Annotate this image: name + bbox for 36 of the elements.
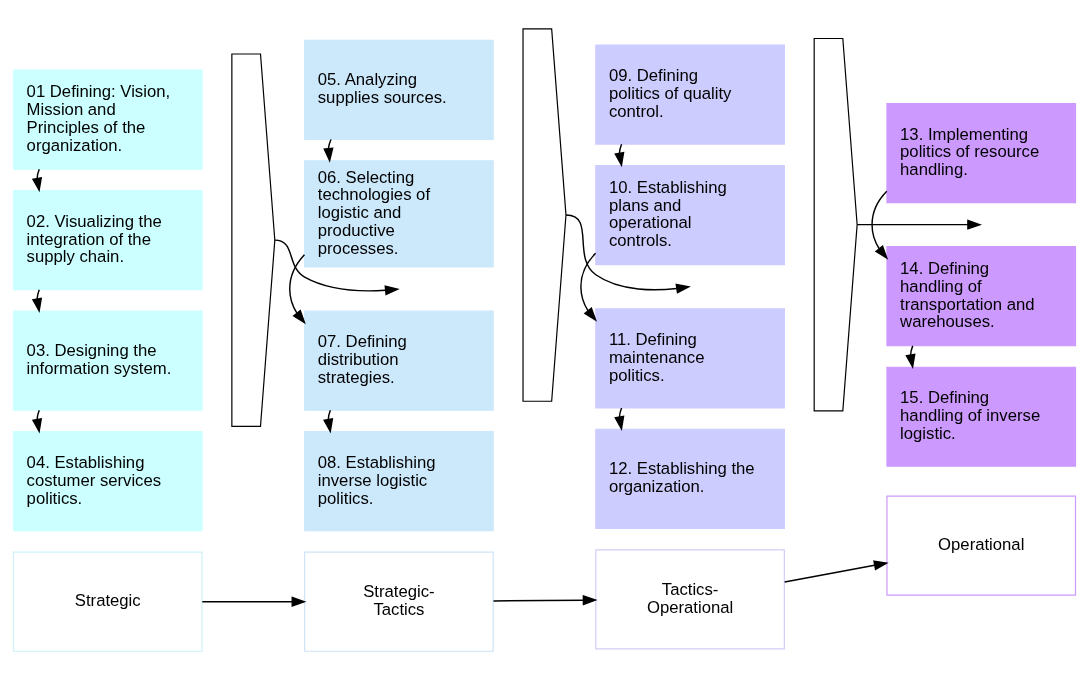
- node-box: 11. Defining maintenance politics.: [595, 308, 785, 409]
- arrow: [201, 596, 307, 607]
- node-box: Strategic- Tactics: [304, 551, 494, 652]
- node-box: 04. Establishing costumer services politics.: [12, 431, 203, 532]
- node-box: 06. Selecting technologies of logistic and productive processes.: [304, 160, 494, 268]
- arrow: [323, 138, 334, 163]
- arrow: [565, 214, 691, 294]
- arrow: [580, 252, 597, 322]
- node-box: 05. Analyzing supplies sources.: [304, 39, 494, 140]
- node-box: 07. Defining distribution strategies.: [304, 310, 494, 411]
- arrow: [614, 143, 625, 168]
- node-box: 14. Defining handling of transportation and warehouses.: [886, 246, 1077, 347]
- node-box: Tactics- Operational: [595, 549, 785, 650]
- arrow: [289, 254, 306, 325]
- node-box: Operational: [886, 495, 1077, 596]
- node-box: 03. Designing the information system.: [12, 310, 203, 411]
- node-box: 13. Implementing politics of resource handling.: [886, 102, 1077, 204]
- arrow: [31, 168, 43, 193]
- node-box: 09. Defining politics of quality control.: [595, 44, 785, 145]
- node-box: 12. Establishing the organization.: [595, 428, 785, 529]
- node-box: 08. Establishing inverse logistic politics.: [304, 431, 494, 532]
- arrow: [31, 409, 43, 434]
- arrow: [274, 239, 400, 296]
- arrow: [492, 595, 598, 606]
- node-box: 10. Establishing plans and operational controls.: [595, 164, 785, 266]
- node-box: 01 Defining: Vision, Mission and Principles of the organization.: [12, 69, 203, 170]
- node-box: Strategic: [12, 551, 203, 652]
- node-bracket: [813, 37, 858, 412]
- arrow: [856, 219, 982, 230]
- arrow: [905, 345, 916, 369]
- node-box: 02. Visualizing the integration of the supply chain.: [12, 190, 203, 291]
- node-box: 15. Defining handling of inverse logistic.: [886, 366, 1077, 467]
- arrow: [783, 560, 889, 583]
- node-bracket: [231, 53, 276, 427]
- node-bracket: [522, 28, 567, 402]
- arrow: [871, 190, 889, 260]
